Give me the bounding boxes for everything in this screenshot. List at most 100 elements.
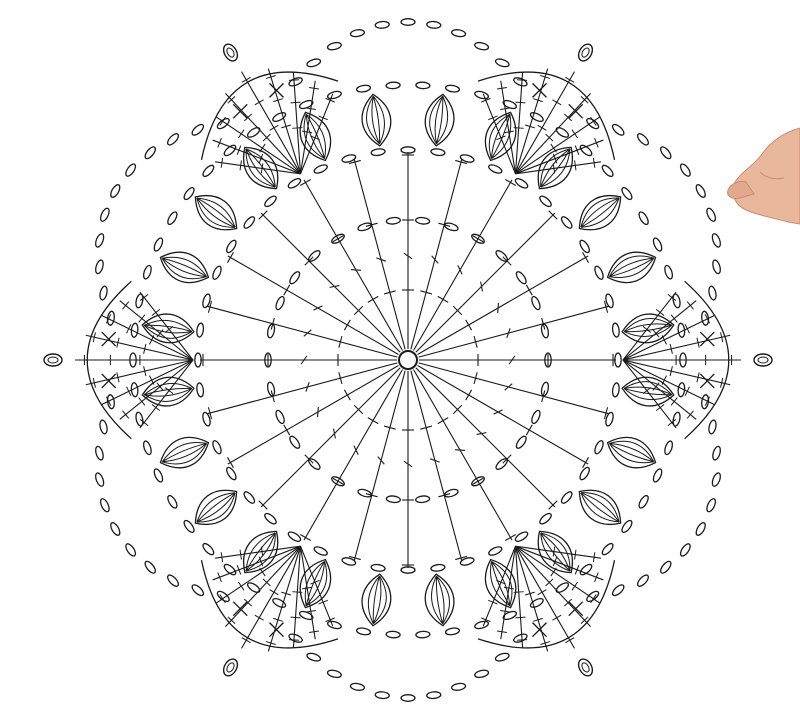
chain-stitch-round2 [540,382,549,397]
spoke-crossbar [526,285,532,295]
chain-stitch-round2 [530,295,542,310]
arch-chain-stitch [711,446,721,461]
chain-stitch-round3 [431,148,446,156]
spoke-crossbar [227,252,233,262]
chain-stitch-round5 [246,126,261,139]
chain-stitch-round2 [386,495,401,503]
picot [221,42,240,64]
arch-chain-stitch [659,560,673,575]
arch-chain-stitch [306,652,321,663]
chain-stitch-round3 [196,323,204,338]
spoke-crossbar [438,418,448,424]
fan-stitch [216,117,301,174]
arch-chain-stitch [327,41,342,51]
picot-inner [225,47,235,59]
spoke-stitch [207,306,397,357]
spoke-stitch [304,180,403,351]
chain-stitch-round3 [313,545,328,557]
chain-stitch-round2 [288,435,301,450]
fan-crossbar [261,547,262,557]
chain-stitch-round3 [578,466,591,481]
chain-stitch-round5 [201,164,215,179]
chain-stitch-round3 [612,323,620,338]
fan-crossbar [238,130,244,138]
fan-crossbar [221,158,222,168]
fan-stitch [215,162,300,174]
single-crochet-cross [233,104,247,118]
arch-chain-stitch [705,498,717,513]
spoke-tick [498,303,499,313]
picot-loop [754,354,772,366]
chain-stitch-round5 [356,84,371,93]
arch-chain-stitch [350,29,365,38]
puff-cluster [422,572,457,627]
arch-chain-stitch [694,183,707,198]
center-spokes [200,152,616,568]
spoke-tick [432,256,439,264]
chain-stitch-round2 [515,435,528,450]
chain-stitch-round3 [287,177,302,190]
chain-stitch-round3 [488,163,503,175]
arch-chain-stitch [495,58,510,69]
spoke-stitch [416,213,555,352]
fan-crossbar [572,130,578,138]
fan-crossbar [140,419,148,425]
fan-stitch [293,72,300,174]
puff-cluster [359,92,394,147]
arch-chain-stitch [107,394,115,409]
spoke-stitch [411,371,462,561]
fan-crossbar [238,582,244,590]
arch-chain-stitch [375,21,389,29]
puff-cluster [571,186,630,240]
fan-crossbar [123,411,129,419]
single-crochet-cross [233,602,247,616]
arch-chain-stitch [143,145,157,160]
fan-crossbar [255,615,264,620]
chain-stitch-round5 [474,90,489,100]
chain-stitch-round5 [663,265,674,280]
chain-stitch-round5 [620,186,634,201]
puff-cluster [602,429,661,475]
arch-chain-stitch [451,683,466,692]
puff-outline [602,244,661,290]
picot [754,354,772,366]
arch-chain-stitch [474,41,489,51]
arch-chain-stitch [99,207,111,222]
chain-stitch-round5 [142,440,153,455]
fan-crossbar [538,125,547,130]
fan-stitch [516,140,604,174]
center-ring [399,351,417,369]
chain-stitch-round5 [601,164,615,179]
spoke-crossbar [300,535,310,541]
spoke-tick [318,407,319,417]
fan-crossbar [668,419,676,425]
fan-crossbar [291,617,301,618]
puff-outline [571,186,630,240]
spoke-stitch [304,370,403,541]
fan-crossbar [517,640,527,641]
arch-chain-stitch [107,311,115,326]
fan-stitch [516,93,591,173]
chain-stitch-round3 [287,530,302,543]
chain-stitch-round3 [225,466,238,481]
fan-crossbar [552,615,561,620]
arch-chain-stitch [94,233,105,248]
chain-stitch-round2 [274,409,286,424]
fan-crossbar [240,160,241,170]
fan-stitch [225,93,300,173]
fan-crossbar [270,590,279,595]
chain-stitch-round5 [166,494,179,509]
spoke-crossbar [227,457,233,467]
fan-crossbar [291,102,301,103]
spoke-stitch [261,213,400,352]
chain-stitch-round5 [182,519,196,534]
puff-strand [435,576,443,624]
arch-chain-stitch [375,691,389,699]
arch-chain-stitch [166,573,180,588]
chain-stitch-round2 [357,488,372,498]
fan-crossbar [165,388,173,394]
fan-edge [201,72,337,160]
chain-stitch-round2 [288,270,301,285]
fan-crossbar [127,324,131,333]
